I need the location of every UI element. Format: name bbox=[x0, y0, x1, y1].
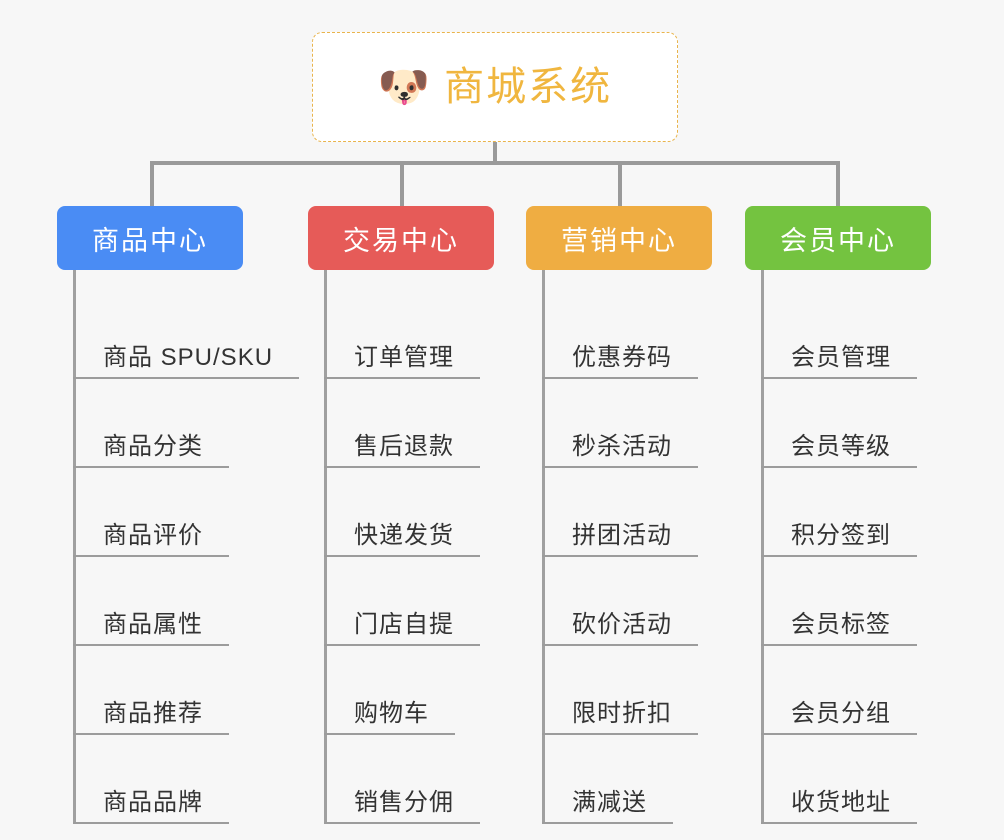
category-header-label: 营销中心 bbox=[561, 225, 677, 256]
connector-drop-2 bbox=[400, 161, 404, 206]
list-item[interactable]: 收货地址 bbox=[761, 735, 931, 824]
leaf-label: 收货地址 bbox=[791, 788, 891, 816]
leaf-label: 拼团活动 bbox=[572, 521, 672, 549]
leaf-label: 订单管理 bbox=[354, 343, 454, 371]
connector-drop-4 bbox=[836, 161, 840, 206]
leaf-stack-member-center: 会员管理 会员等级 积分签到 会员标签 会员分组 收货地址 bbox=[761, 270, 931, 824]
leaf-label: 销售分佣 bbox=[354, 788, 454, 816]
column-member-center: 会员中心 会员管理 会员等级 积分签到 会员标签 会员分组 收货地址 bbox=[745, 206, 931, 824]
leaf-label: 会员等级 bbox=[791, 432, 891, 460]
list-item[interactable]: 购物车 bbox=[324, 646, 494, 735]
leaf-label: 会员管理 bbox=[791, 343, 891, 371]
category-header-member-center[interactable]: 会员中心 bbox=[745, 206, 931, 270]
leaf-label: 限时折扣 bbox=[572, 699, 672, 727]
list-item[interactable]: 销售分佣 bbox=[324, 735, 494, 824]
list-item[interactable]: 售后退款 bbox=[324, 379, 494, 468]
leaf-label: 商品推荐 bbox=[103, 699, 203, 727]
category-header-label: 商品中心 bbox=[92, 225, 208, 256]
column-product-center: 商品中心 商品 SPU/SKU 商品分类 商品评价 商品属性 商品推荐 商品品牌 bbox=[57, 206, 300, 824]
connector-drop-3 bbox=[618, 161, 622, 206]
leaf-label: 购物车 bbox=[354, 699, 429, 727]
list-item[interactable]: 限时折扣 bbox=[542, 646, 712, 735]
leaf-label: 积分签到 bbox=[791, 521, 891, 549]
trunk-line bbox=[324, 270, 327, 824]
list-item[interactable]: 会员分组 bbox=[761, 646, 931, 735]
list-item[interactable]: 满减送 bbox=[542, 735, 712, 824]
root-node-title: 商城系统 bbox=[444, 65, 613, 109]
list-item[interactable]: 商品评价 bbox=[73, 468, 243, 557]
list-item[interactable]: 会员管理 bbox=[761, 290, 931, 379]
list-item[interactable]: 商品推荐 bbox=[73, 646, 243, 735]
list-item[interactable]: 商品属性 bbox=[73, 557, 243, 646]
list-item[interactable]: 秒杀活动 bbox=[542, 379, 712, 468]
list-item[interactable]: 快递发货 bbox=[324, 468, 494, 557]
list-item[interactable]: 优惠券码 bbox=[542, 290, 712, 379]
leaf-label: 会员分组 bbox=[791, 699, 891, 727]
category-header-label: 交易中心 bbox=[343, 225, 459, 256]
shiba-dog-icon: 🐶 bbox=[377, 63, 431, 110]
leaf-label: 秒杀活动 bbox=[572, 432, 672, 460]
list-item[interactable]: 积分签到 bbox=[761, 468, 931, 557]
leaf-label: 砍价活动 bbox=[572, 610, 672, 638]
list-item[interactable]: 商品品牌 bbox=[73, 735, 243, 824]
category-header-product-center[interactable]: 商品中心 bbox=[57, 206, 243, 270]
connector-stem bbox=[493, 142, 497, 164]
category-header-label: 会员中心 bbox=[780, 225, 896, 256]
leaf-label: 商品 SPU/SKU bbox=[103, 343, 274, 371]
list-item[interactable]: 订单管理 bbox=[324, 290, 494, 379]
trunk-line bbox=[761, 270, 764, 824]
connector-bus bbox=[150, 161, 840, 165]
category-header-trade-center[interactable]: 交易中心 bbox=[308, 206, 494, 270]
leaf-label: 门店自提 bbox=[354, 610, 454, 638]
list-item[interactable]: 商品分类 bbox=[73, 379, 243, 468]
list-item[interactable]: 砍价活动 bbox=[542, 557, 712, 646]
leaf-label: 会员标签 bbox=[791, 610, 891, 638]
leaf-label: 快递发货 bbox=[354, 521, 454, 549]
leaf-label: 满减送 bbox=[572, 788, 647, 816]
leaf-label: 商品分类 bbox=[103, 432, 203, 460]
list-item[interactable]: 门店自提 bbox=[324, 557, 494, 646]
list-item[interactable]: 会员等级 bbox=[761, 379, 931, 468]
list-item[interactable]: 会员标签 bbox=[761, 557, 931, 646]
column-marketing-center: 营销中心 优惠券码 秒杀活动 拼团活动 砍价活动 限时折扣 满减送 bbox=[526, 206, 712, 824]
column-trade-center: 交易中心 订单管理 售后退款 快递发货 门店自提 购物车 销售分佣 bbox=[308, 206, 494, 824]
leaf-label: 商品属性 bbox=[103, 610, 203, 638]
root-node-shop-system[interactable]: 🐶 商城系统 bbox=[312, 32, 678, 142]
leaf-label: 售后退款 bbox=[354, 432, 454, 460]
leaf-stack-marketing-center: 优惠券码 秒杀活动 拼团活动 砍价活动 限时折扣 满减送 bbox=[542, 270, 712, 824]
list-item[interactable]: 拼团活动 bbox=[542, 468, 712, 557]
trunk-line bbox=[542, 270, 545, 824]
leaf-stack-trade-center: 订单管理 售后退款 快递发货 门店自提 购物车 销售分佣 bbox=[324, 270, 494, 824]
list-item[interactable]: 商品 SPU/SKU bbox=[73, 290, 300, 379]
leaf-label: 商品品牌 bbox=[103, 788, 203, 816]
leaf-label: 商品评价 bbox=[103, 521, 203, 549]
leaf-label: 优惠券码 bbox=[572, 343, 672, 371]
category-header-marketing-center[interactable]: 营销中心 bbox=[526, 206, 712, 270]
connector-drop-1 bbox=[150, 161, 154, 206]
leaf-stack-product-center: 商品 SPU/SKU 商品分类 商品评价 商品属性 商品推荐 商品品牌 bbox=[73, 270, 300, 824]
trunk-line bbox=[73, 270, 76, 824]
